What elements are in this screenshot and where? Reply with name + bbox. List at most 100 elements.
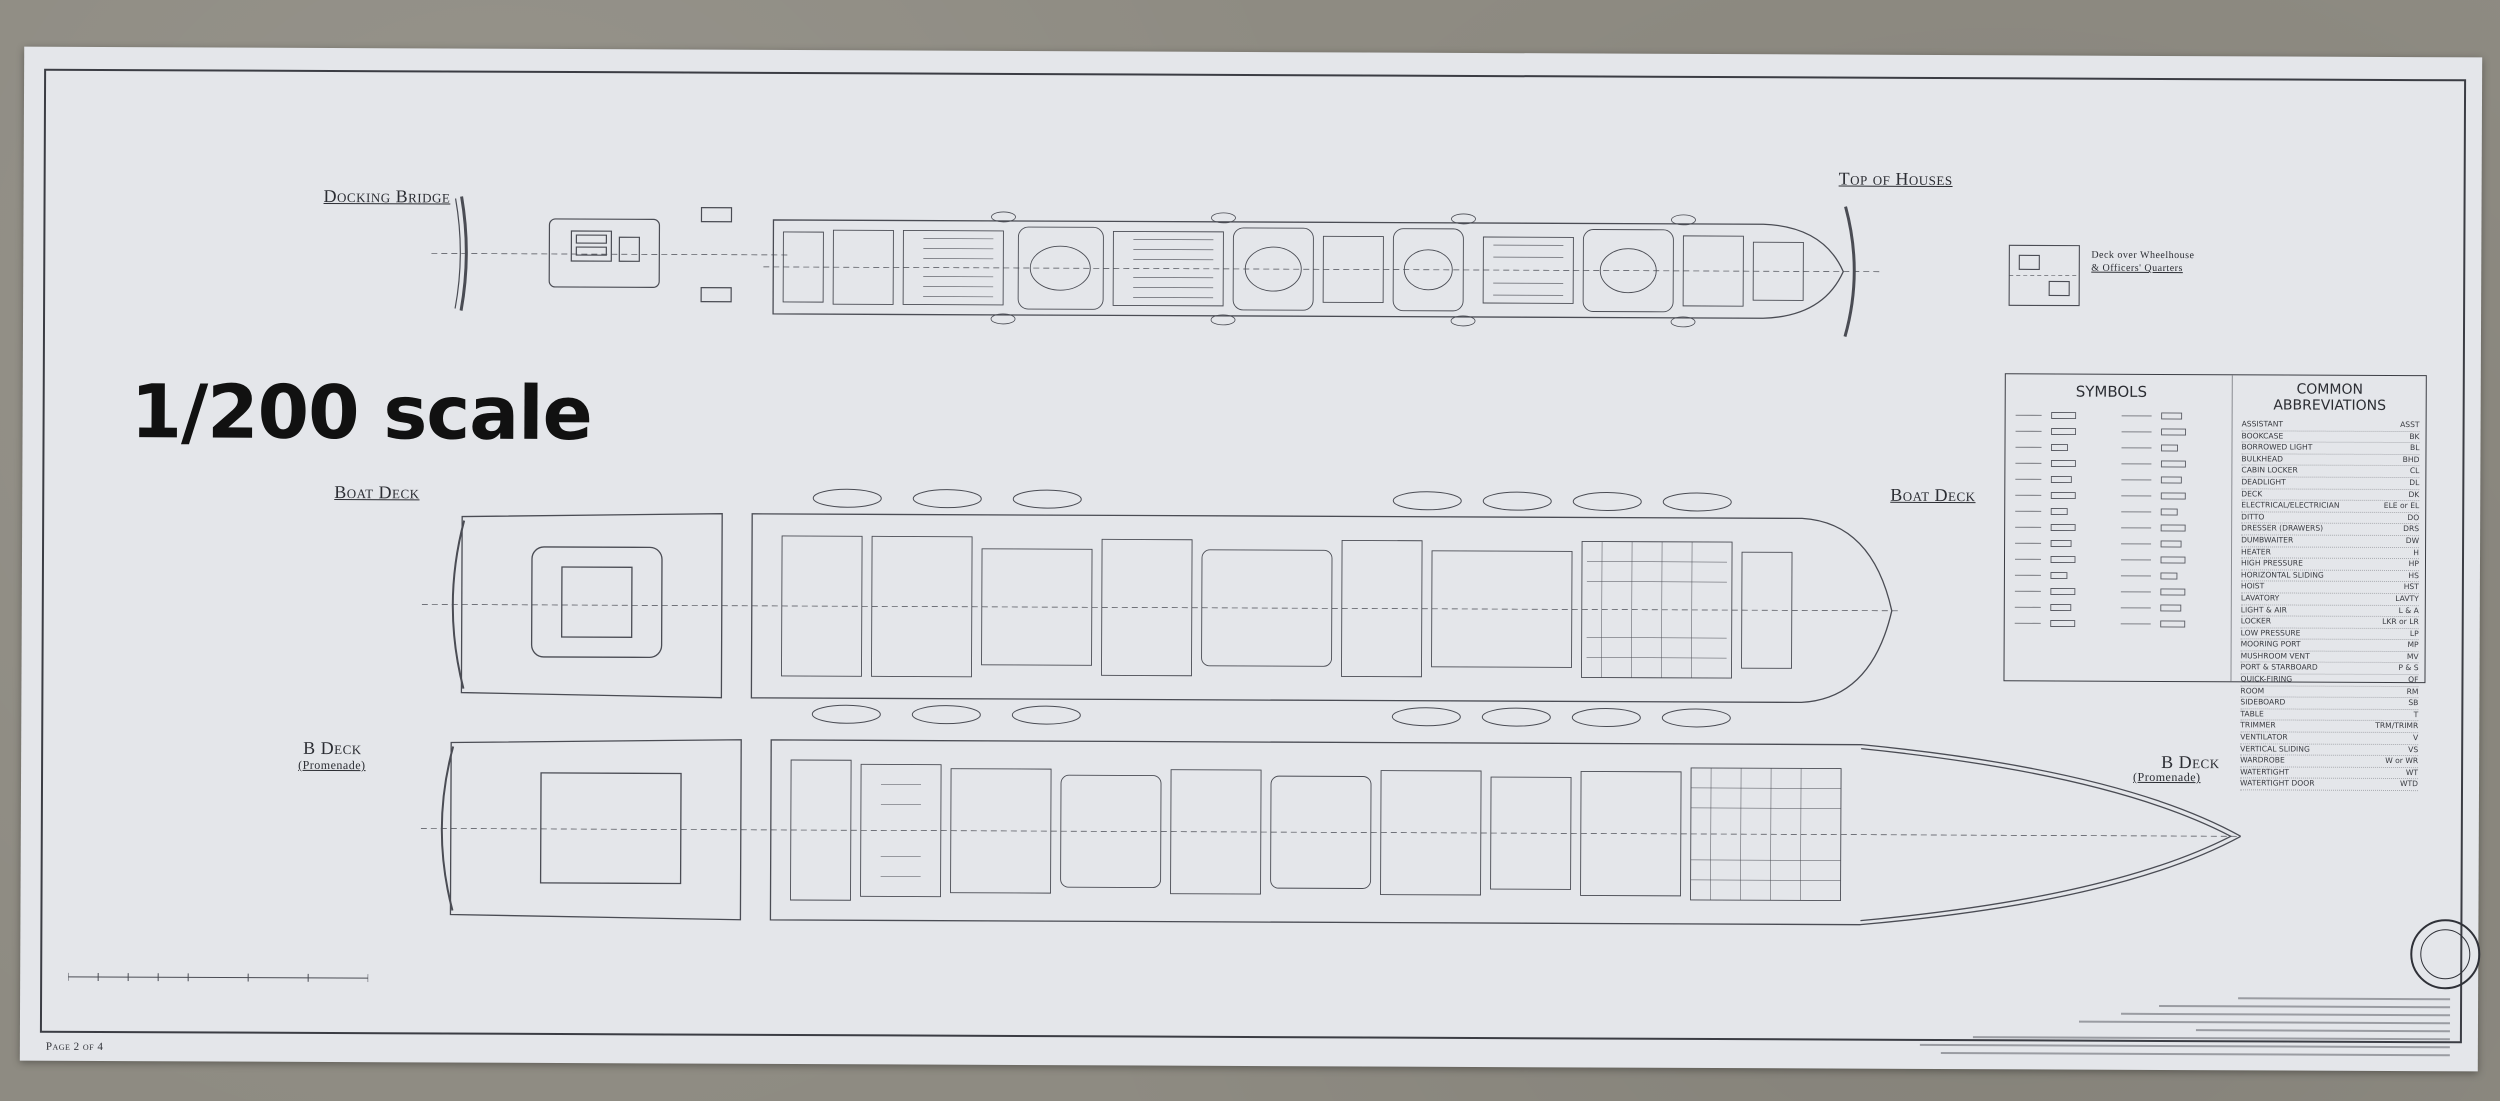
abbreviation-code: CL	[2409, 466, 2420, 476]
abbreviation-code: DL	[2409, 478, 2420, 488]
abbreviation-row: VENTILATOR V	[2240, 732, 2419, 745]
abbreviation-code: HST	[2403, 582, 2419, 592]
abbreviation-term: QUICK-FIRING	[2240, 674, 2293, 684]
credits-fine-print	[1919, 990, 2451, 1062]
abbreviation-code: BL	[2410, 443, 2420, 453]
abbreviation-term: DUMBWAITER	[2241, 535, 2294, 545]
abbreviation-row: TABLE T	[2240, 709, 2419, 722]
abbreviation-code: SB	[2408, 698, 2419, 708]
abbreviation-term: BORROWED LIGHT	[2241, 442, 2313, 452]
scale-bar	[68, 972, 369, 983]
abbreviation-code: WTD	[2400, 779, 2419, 789]
abbreviation-term: DITTO	[2241, 512, 2265, 522]
abbreviation-row: DEADLIGHT DL	[2241, 477, 2420, 490]
docking-bridge-plan	[431, 188, 792, 320]
abbreviation-row: QUICK-FIRING QF	[2240, 674, 2419, 687]
abbreviation-code: QF	[2408, 675, 2419, 685]
abbreviation-row: BORROWED LIGHT BL	[2241, 442, 2420, 455]
abbreviation-row: LOCKER LKR or LR	[2240, 616, 2419, 629]
abbreviation-term: DEADLIGHT	[2241, 477, 2286, 487]
label-officers-quarters: & Officers' Quarters	[2091, 262, 2183, 275]
abbreviation-term: PORT & STARBOARD	[2240, 662, 2318, 673]
abbreviation-code: TRM/TRIMR	[2375, 721, 2419, 731]
abbreviation-row: DRESSER (DRAWERS)DRS	[2241, 523, 2420, 537]
abbreviation-code: RM	[2406, 686, 2419, 696]
abbreviation-code: MP	[2407, 640, 2419, 650]
abbreviations-title: COMMON ABBREVIATIONS	[2238, 381, 2422, 414]
abbreviation-code: W or WR	[2385, 756, 2419, 766]
abbreviation-code: MV	[2406, 651, 2419, 661]
abbreviation-term: MOORING PORT	[2240, 639, 2301, 649]
boat-deck-plan	[421, 456, 1902, 752]
abbreviation-row: PORT & STARBOARD P & S	[2240, 662, 2419, 676]
abbreviation-code: DRS	[2403, 524, 2420, 534]
label-b-deck-left-sub: (Promenade)	[298, 757, 366, 773]
abbreviations-title-line-1: COMMON	[2296, 381, 2364, 398]
abbreviation-row: SIDEBOARD SB	[2240, 697, 2419, 710]
abbreviation-code: DW	[2405, 535, 2420, 546]
wheelhouse-deck-plan	[2005, 235, 2085, 315]
abbreviation-term: LAVATORY	[2240, 593, 2280, 603]
abbreviation-code: ELE or EL	[2383, 501, 2420, 511]
abbreviation-term: TABLE	[2240, 709, 2264, 719]
blueprint-sheet: Docking Bridge Top of Houses Boat Deck B…	[19, 46, 2483, 1072]
abbreviation-term: HIGH PRESSURE	[2240, 558, 2303, 568]
abbreviation-code: DK	[2408, 489, 2420, 499]
symbols-key	[2014, 412, 2187, 628]
abbreviation-row: MOORING PORT MP	[2240, 639, 2419, 652]
abbreviation-term: WATERTIGHT DOOR	[2240, 778, 2315, 789]
copyright-seal	[2410, 919, 2481, 990]
abbreviation-row: ELECTRICAL/ELECTRICIAN ELE or EL	[2241, 500, 2420, 513]
abbreviation-term: SIDEBOARD	[2240, 697, 2286, 707]
scale-overlay-text: 1/200 scale	[130, 369, 592, 458]
abbreviation-code: BK	[2409, 431, 2420, 441]
abbreviation-code: HS	[2408, 570, 2419, 580]
abbreviation-term: ELECTRICAL/ELECTRICIAN	[2241, 500, 2340, 510]
abbreviation-row: HOIST HST	[2240, 581, 2419, 595]
legend-divider	[2230, 375, 2233, 682]
abbreviation-code: T	[2413, 709, 2419, 719]
abbreviation-row: MUSHROOM VENT MV	[2240, 651, 2419, 664]
b-deck-plan	[420, 722, 2242, 940]
abbreviation-code: LKR or LR	[2382, 617, 2419, 627]
top-of-houses-plan	[763, 182, 1884, 357]
abbreviation-row: DITTO DO	[2241, 512, 2420, 525]
abbreviation-code: LP	[2409, 628, 2419, 638]
abbreviation-term: LOW PRESSURE	[2240, 628, 2301, 638]
abbreviation-code: DO	[2407, 512, 2420, 522]
abbreviation-code: VS	[2408, 744, 2419, 754]
abbreviation-code: ASST	[2400, 420, 2420, 430]
abbreviation-code: P & S	[2398, 663, 2419, 673]
abbreviation-term: HEATER	[2241, 546, 2271, 556]
abbreviation-term: VENTILATOR	[2240, 732, 2288, 742]
label-boat-deck-left: Boat Deck	[334, 481, 420, 503]
abbreviation-term: ROOM	[2240, 685, 2265, 696]
abbreviation-row: ROOM RM	[2240, 685, 2419, 699]
page-number: Page 2 of 4	[45, 1040, 104, 1053]
abbreviation-term: MUSHROOM VENT	[2240, 651, 2310, 661]
legend-panel: SYMBOLS	[2003, 373, 2427, 792]
abbreviations-title-line-2: ABBREVIATIONS	[2273, 397, 2387, 414]
label-boat-deck-right: Boat Deck	[1890, 484, 1976, 506]
abbreviation-row: DUMBWAITER DW	[2241, 535, 2420, 548]
symbols-title: SYMBOLS	[2075, 382, 2148, 401]
abbreviation-term: HOIST	[2240, 581, 2265, 591]
label-b-deck-left: B Deck	[303, 737, 362, 759]
abbreviation-row: LOW PRESSURE LP	[2240, 628, 2419, 641]
abbreviation-code: V	[2413, 733, 2419, 743]
abbreviation-term: LOCKER	[2240, 616, 2272, 626]
abbreviation-term: WATERTIGHT	[2240, 767, 2290, 777]
